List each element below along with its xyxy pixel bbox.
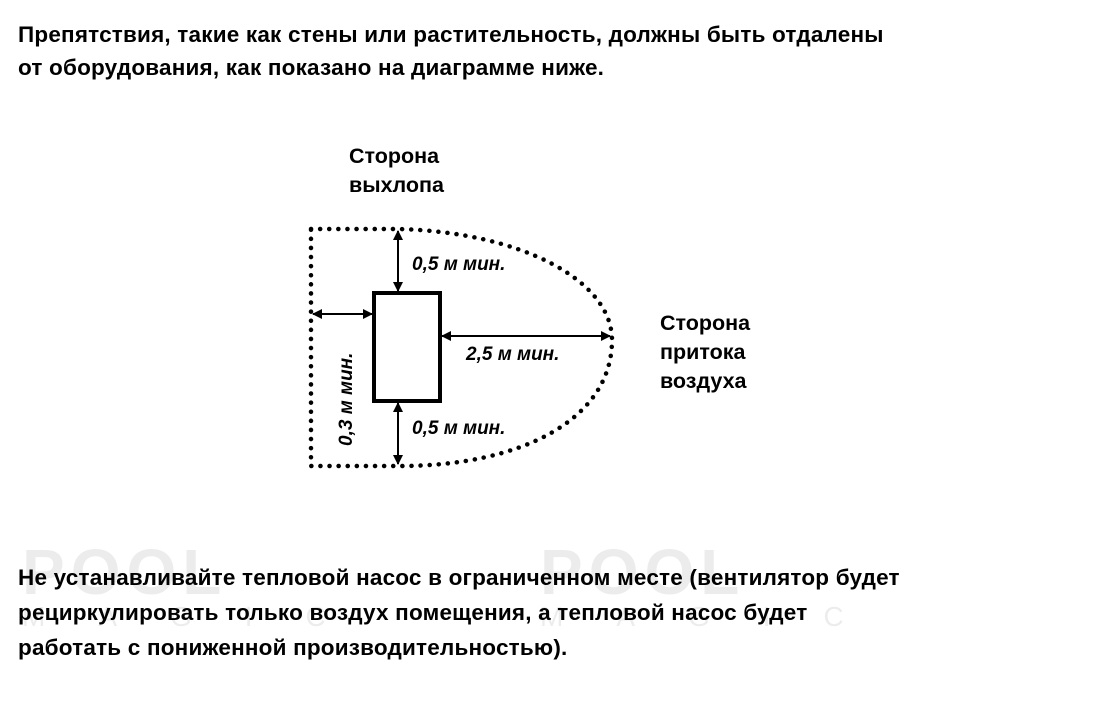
clearance-left-label: 0,3 м мин. [336, 353, 357, 446]
warning-line-1: Не устанавливайте тепловой насос в огран… [18, 565, 900, 590]
intake-side-label-3: воздуха [660, 369, 748, 393]
clearance-top-label: 0,5 м мин. [412, 254, 505, 275]
warning-text: Не устанавливайте тепловой насос в огран… [18, 560, 1088, 665]
clearance-bottom-label: 0,5 м мин. [412, 418, 505, 439]
clearance-boundary [308, 226, 615, 469]
warning-line-2: рециркулировать только воздух помещения,… [18, 600, 808, 625]
intro-text: Препятствия, такие как стены или растите… [18, 18, 1078, 84]
intro-line-2: от оборудования, как показано на диаграм… [18, 55, 605, 80]
intake-side-label-2: притока [660, 340, 746, 364]
intro-line-1: Препятствия, такие как стены или растите… [18, 22, 884, 47]
clearance-intake-label: 2,5 м мин. [465, 344, 559, 365]
intake-side-label-1: Сторона [660, 311, 751, 335]
warning-line-3: работать с пониженной производительность… [18, 635, 568, 660]
exhaust-side-label-1: Сторона [349, 144, 440, 168]
exhaust-side-label-2: выхлопа [349, 173, 445, 197]
heat-pump-unit [372, 291, 442, 403]
